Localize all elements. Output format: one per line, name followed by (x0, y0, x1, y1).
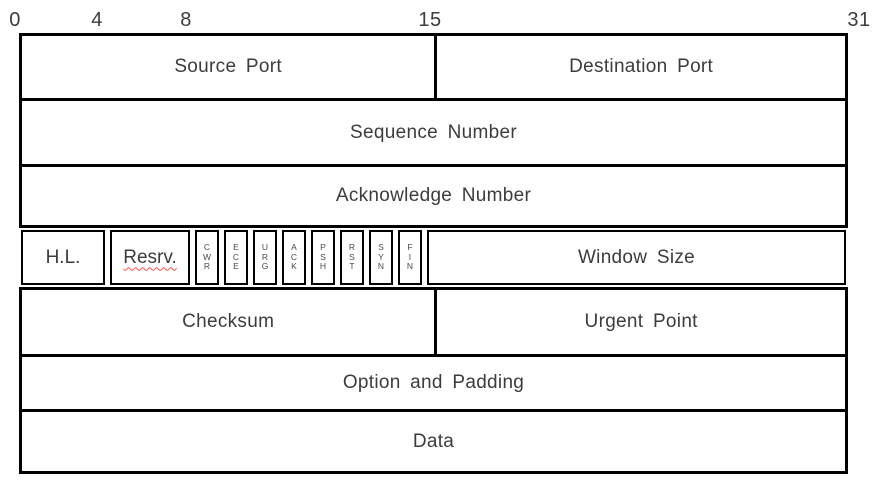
flag-ack: A C K (282, 230, 306, 285)
field-acknowledge-number: Acknowledge Number (335, 185, 532, 206)
field-option-padding: Option and Padding (342, 372, 525, 393)
field-urgent-point: Urgent Point (434, 290, 845, 354)
flag-fin: F I N (398, 230, 422, 285)
row-option-padding: Option and Padding (19, 357, 848, 412)
row-ports: Source Port Destination Port (19, 36, 848, 101)
field-sequence-number: Sequence Number (350, 121, 517, 143)
flag-psh: P S H (311, 230, 335, 285)
flag-ece: E C E (224, 230, 248, 285)
bit-ruler: 0 4 8 15 31 (0, 4, 880, 31)
ruler-tick-8: 8 (180, 9, 192, 31)
field-destination-port: Destination Port (434, 36, 845, 98)
flag-urg: U R G (253, 230, 277, 285)
ruler-tick-0: 0 (9, 9, 21, 31)
field-data: Data (412, 430, 455, 452)
row-checksum-urgent: Checksum Urgent Point (19, 290, 848, 357)
row-flags: H.L. Resrv. C W R E C E U R G A C K P S … (19, 228, 848, 290)
field-checksum: Checksum (182, 311, 275, 332)
ruler-tick-15: 15 (418, 9, 442, 31)
field-header-length: H.L. (21, 230, 105, 285)
flag-syn: S Y N (369, 230, 393, 285)
row-sequence-number: Sequence Number (19, 101, 848, 167)
field-source-port: Source Port (174, 56, 282, 77)
flag-rst: R S T (340, 230, 364, 285)
flag-cwr: C W R (195, 230, 219, 285)
row-data: Data (19, 412, 848, 474)
header-table: Source Port Destination Port Sequence Nu… (19, 33, 848, 474)
ruler-tick-31: 31 (847, 9, 871, 31)
row-acknowledge-number: Acknowledge Number (19, 167, 848, 228)
field-window-size: Window Size (427, 230, 846, 285)
reserved-label: Resrv. (123, 246, 177, 268)
ruler-tick-4: 4 (91, 9, 103, 31)
field-reserved: Resrv. (110, 230, 190, 285)
